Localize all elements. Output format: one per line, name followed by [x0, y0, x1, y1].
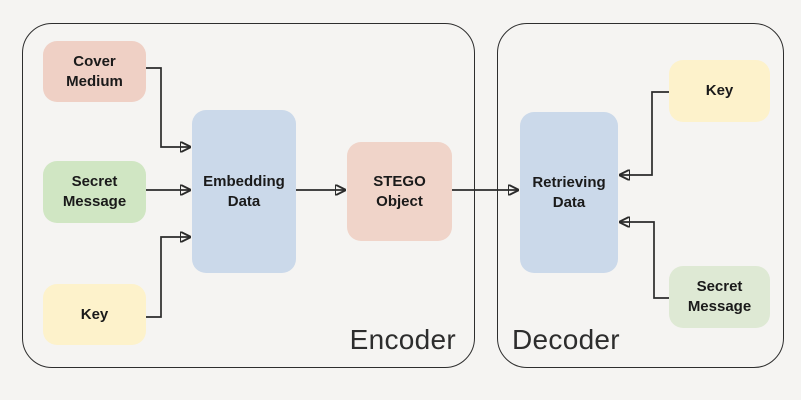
node-key-decoder-label: Key: [705, 82, 734, 100]
node-embedding-data-label: Embedding Data: [203, 172, 285, 210]
node-retrieving-data-label: Retrieving Data: [532, 173, 606, 211]
decoder-group: Decoder: [497, 23, 784, 368]
node-key-decoder: Key: [669, 60, 770, 122]
node-embedding-data: Embedding Data: [192, 110, 296, 273]
node-key-encoder-label: Key: [80, 305, 109, 323]
node-stego-object: STEGO Object: [347, 142, 452, 241]
node-retrieving-data: Retrieving Data: [520, 112, 618, 273]
node-key-encoder: Key: [43, 284, 146, 345]
node-secret-message-decoder-label: Secret Message: [687, 278, 752, 315]
node-stego-object-label: STEGO Object: [373, 172, 426, 210]
node-cover-medium-label: Cover Medium: [66, 52, 123, 90]
decoder-group-label: Decoder: [512, 324, 620, 355]
node-secret-message-decoder: Secret Message: [669, 266, 770, 328]
encoder-group: Encoder: [22, 23, 475, 368]
encoder-group-label: Encoder: [349, 324, 456, 355]
node-secret-message-encoder: Secret Message: [43, 161, 146, 223]
node-secret-message-encoder-label: Secret Message: [62, 173, 127, 210]
node-cover-medium: Cover Medium: [43, 41, 146, 102]
